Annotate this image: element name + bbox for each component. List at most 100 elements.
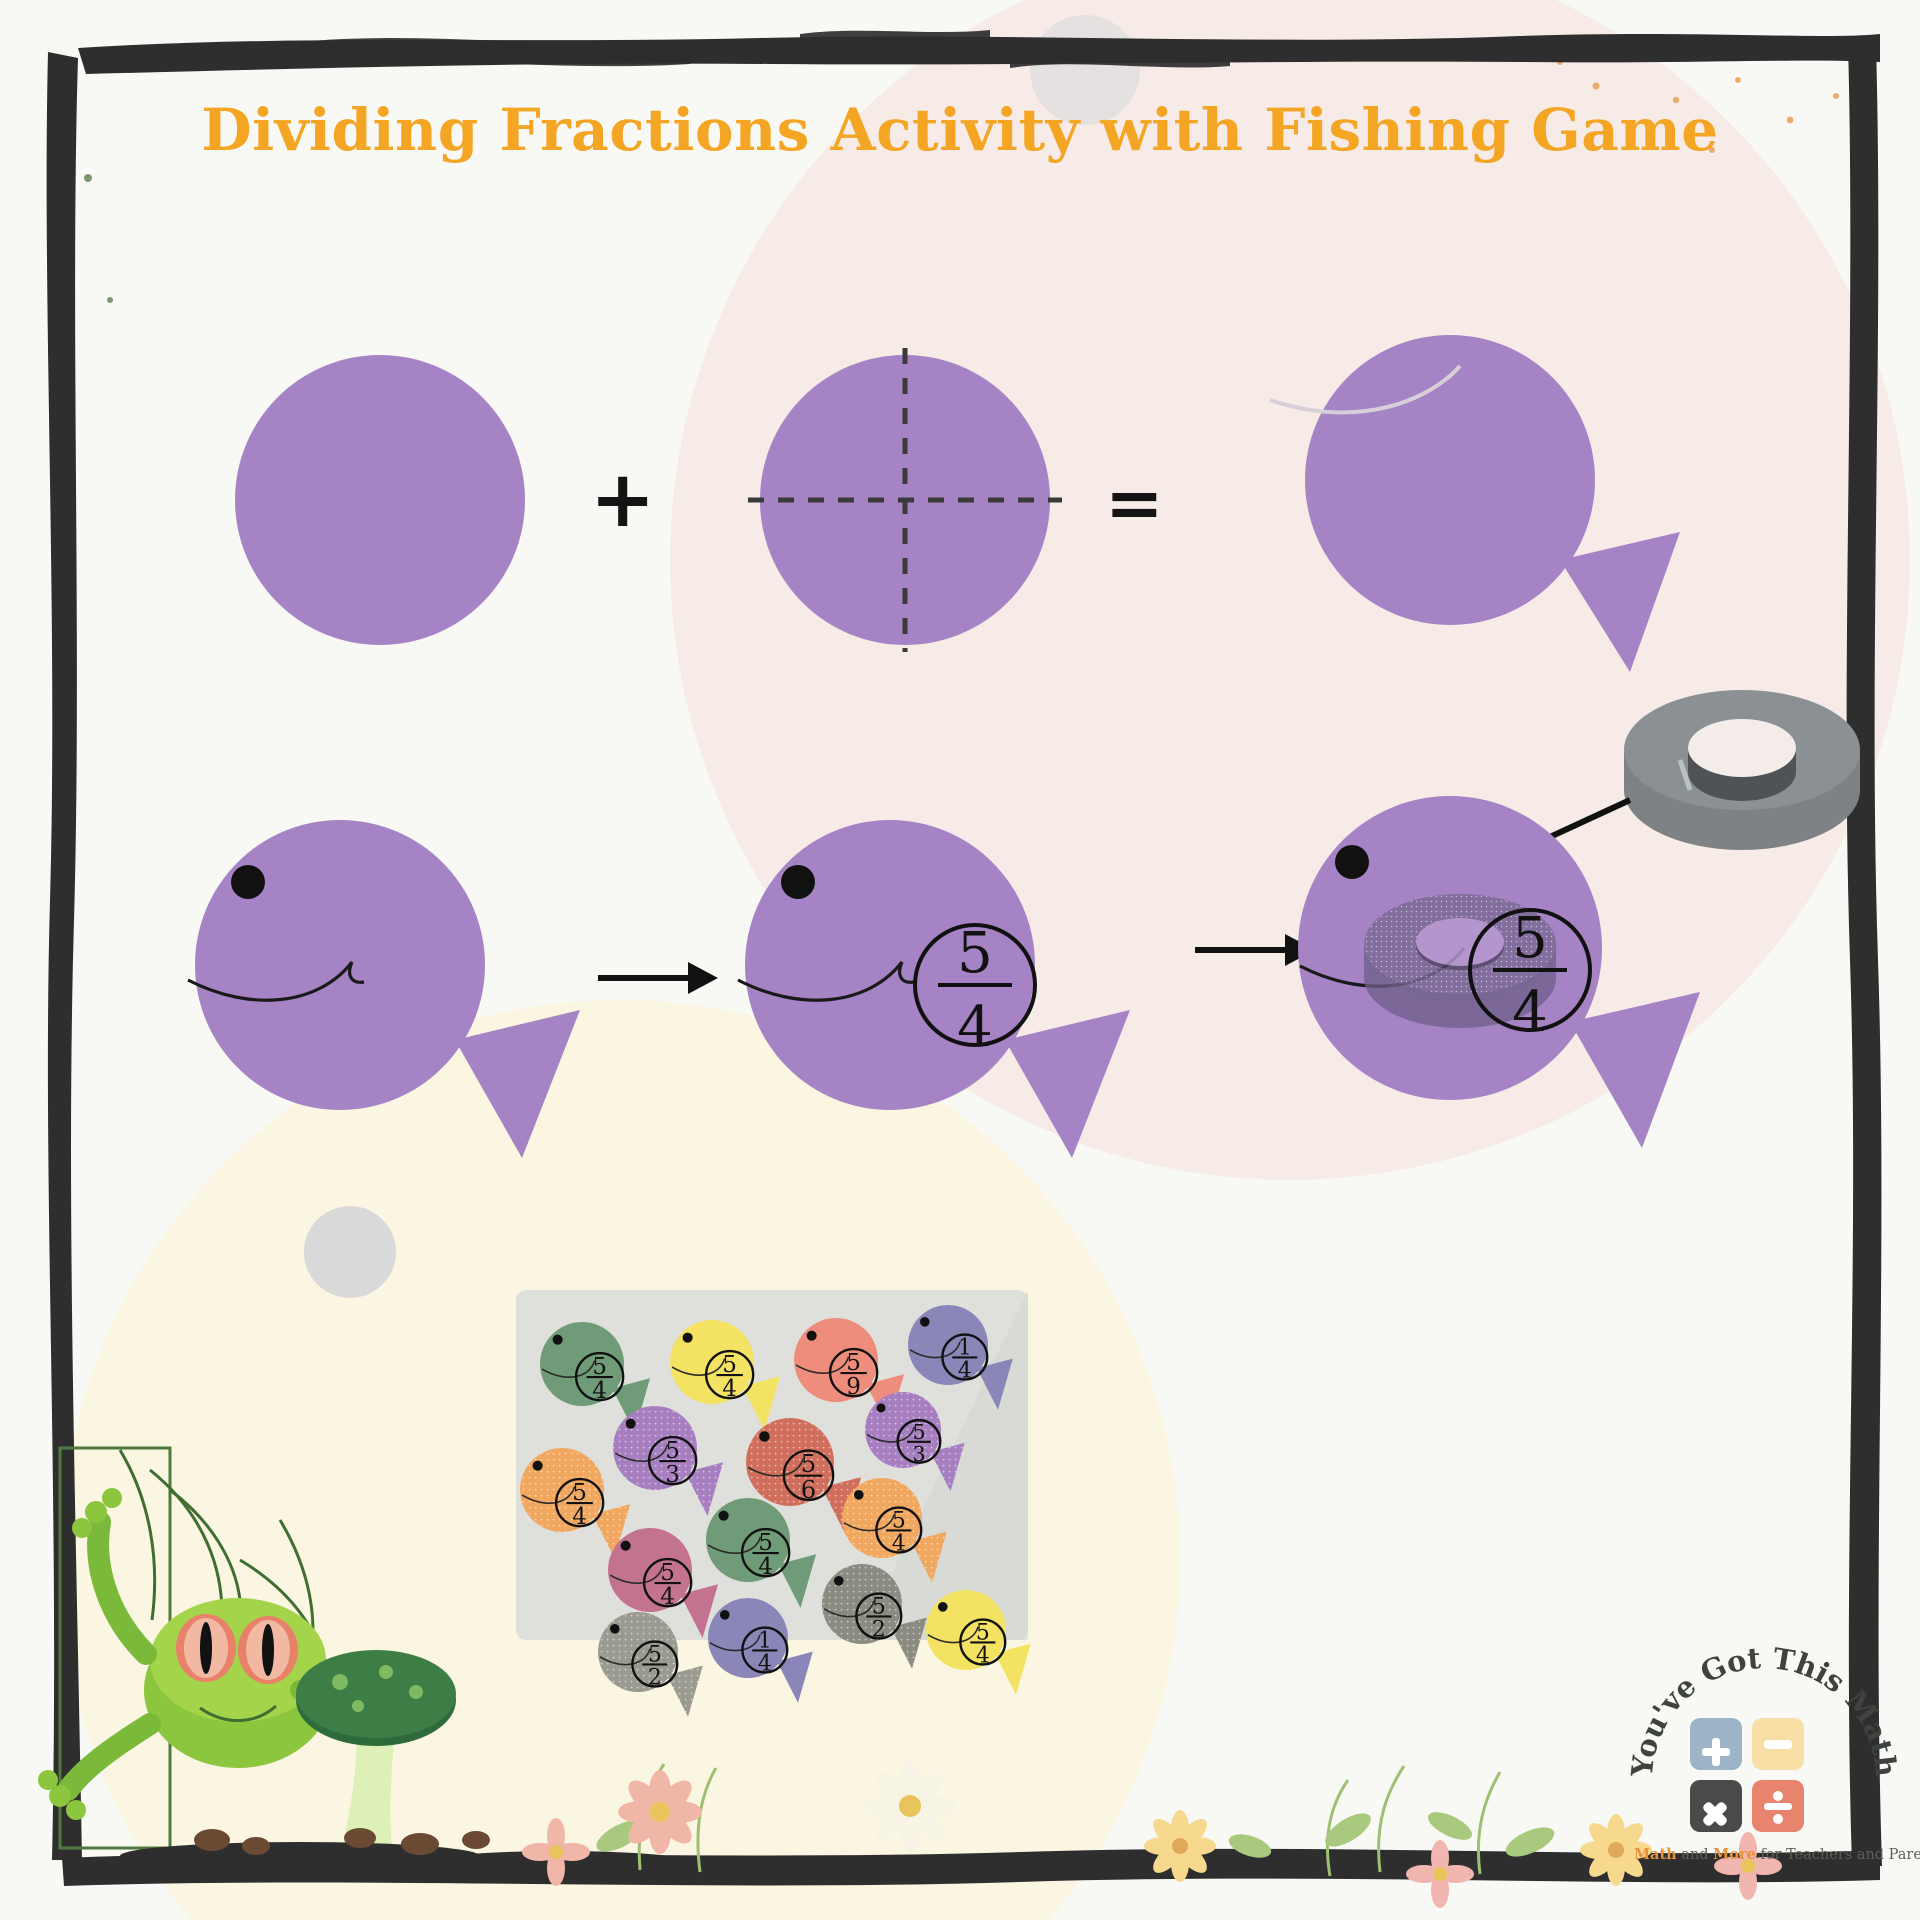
flowers (522, 1760, 1782, 1908)
fraction-denominator: 4 (660, 1584, 675, 1610)
fraction-badge-circle (704, 1349, 755, 1400)
fraction-numerator: 1 (758, 1628, 772, 1653)
fraction-numerator: 5 (912, 1420, 925, 1444)
fraction-badge-circle (782, 1449, 835, 1502)
logo-tiles (1690, 1718, 1804, 1832)
fish-eye (625, 1418, 636, 1429)
fraction-numerator: 5 (648, 1642, 662, 1667)
magnet-washer (1624, 690, 1860, 850)
fraction-numerator: 5 (846, 1350, 861, 1376)
fish-tail (742, 1376, 781, 1431)
fraction-denominator: 2 (648, 1666, 662, 1691)
panel-fish[interactable]: 14 (708, 1598, 813, 1703)
fish-eye (532, 1460, 543, 1471)
panel-fish[interactable]: 54 (540, 1322, 651, 1433)
panel-fish[interactable]: 56 (746, 1418, 862, 1534)
tagline-math: Math (1634, 1846, 1677, 1863)
fish-tail-texture (890, 1617, 927, 1669)
fraction-badge-circle (1468, 908, 1592, 1032)
fraction-badge-circle (913, 923, 1037, 1047)
fish-eye (938, 1602, 948, 1612)
fish-mouth-tip (898, 961, 915, 984)
panel-fish[interactable]: 53 (865, 1392, 965, 1492)
soil-pebbles (194, 1828, 490, 1855)
fish-tail (994, 1643, 1031, 1695)
fraction-badge-circle (631, 1640, 679, 1688)
fish-eye (718, 1510, 729, 1521)
panel-fish[interactable]: 54 (842, 1478, 947, 1583)
panel-fish[interactable]: 59 (794, 1318, 905, 1429)
fraction-denominator: 4 (957, 995, 993, 1060)
fraction-numerator: 5 (976, 1620, 990, 1645)
fraction-numerator: 5 (801, 1450, 816, 1478)
fraction-denominator: 4 (758, 1652, 772, 1677)
fish-tail (680, 1584, 719, 1639)
panel-fish[interactable]: 14 (908, 1305, 1013, 1410)
fish-eye (1335, 845, 1369, 879)
mushroom (296, 1650, 456, 1844)
fish-eye (781, 865, 815, 899)
panel-fish[interactable]: 54 (608, 1528, 719, 1639)
fish-eye (920, 1317, 930, 1327)
fraction-badge-circle (740, 1527, 791, 1578)
fish-eye (854, 1490, 864, 1500)
fish-eye (876, 1403, 886, 1413)
fraction-denominator: 4 (958, 1359, 972, 1384)
fish-eye (834, 1576, 844, 1586)
fraction-badge-circle (647, 1435, 698, 1486)
panel-fish[interactable]: 54 (926, 1590, 1031, 1695)
fish-eye (610, 1624, 620, 1634)
fraction-badge-circle (828, 1347, 879, 1398)
page-title: Dividing Fractions Activity with Fishing… (201, 96, 1719, 164)
frog-leg-right (57, 1713, 161, 1801)
quartered-circle (748, 348, 1062, 652)
fish-tail-texture (910, 1531, 947, 1583)
fish-tail (976, 1358, 1013, 1410)
frog-body (38, 1488, 384, 1820)
step2-fish: 5 4 (737, 820, 1130, 1158)
whole-circle (235, 355, 525, 645)
fish-mouth (737, 961, 904, 1002)
step-arrow-1 (598, 962, 718, 994)
panel-fish[interactable]: 52 (598, 1612, 703, 1717)
frog-leg-left (87, 1511, 157, 1665)
panel-fish[interactable]: 54 (706, 1498, 817, 1609)
fraction-denominator: 6 (801, 1476, 816, 1504)
fish-eye (806, 1330, 817, 1341)
fish-eye (620, 1540, 631, 1551)
step1-fish (187, 820, 580, 1158)
fraction-badge-circle (855, 1592, 903, 1640)
fish-mouth-tip (348, 961, 365, 984)
fraction-numerator: 5 (592, 1354, 607, 1380)
fraction-denominator: 4 (1512, 980, 1548, 1045)
fraction-denominator: 2 (872, 1618, 886, 1643)
fish-eye (552, 1334, 563, 1345)
plus-operator: + (590, 455, 656, 545)
panel-fish[interactable]: 53 (613, 1406, 724, 1517)
fish-eye (720, 1610, 730, 1620)
fraction-badge-circle (959, 1618, 1007, 1666)
fraction-denominator: 3 (912, 1442, 925, 1466)
fish-tail-texture (666, 1665, 703, 1717)
fraction-badge-circle (741, 1626, 789, 1674)
panel-fish[interactable]: 52 (822, 1564, 927, 1669)
fraction-badge-circle (896, 1418, 942, 1464)
fraction-badge-circle (574, 1351, 625, 1402)
fraction-denominator: 3 (665, 1462, 680, 1488)
panel-fish[interactable]: 54 (670, 1320, 781, 1431)
fish-eye (759, 1431, 770, 1442)
fish-eye (231, 865, 265, 899)
fraction-denominator: 4 (758, 1554, 773, 1580)
panel-fish[interactable]: 54 (520, 1448, 631, 1559)
fraction-denominator: 4 (572, 1504, 587, 1530)
fish-tail (1570, 992, 1700, 1148)
fraction-numerator: 1 (958, 1335, 972, 1360)
fraction-numerator: 5 (722, 1352, 737, 1378)
fraction-denominator: 4 (976, 1644, 990, 1669)
fraction-denominator: 4 (592, 1378, 607, 1404)
fish-tail-texture (685, 1462, 724, 1517)
